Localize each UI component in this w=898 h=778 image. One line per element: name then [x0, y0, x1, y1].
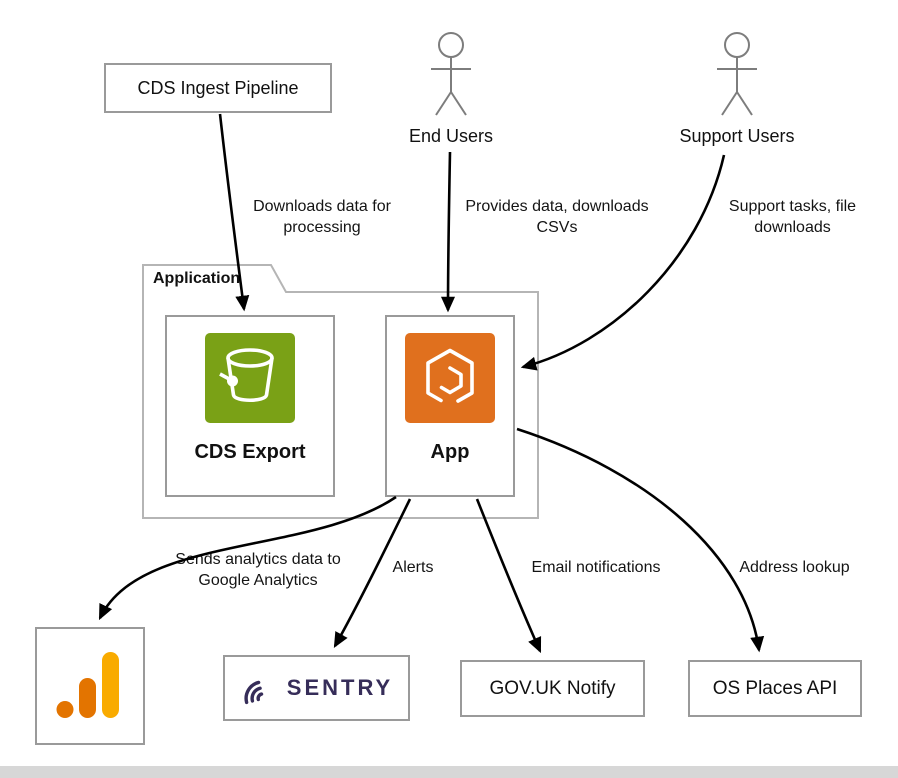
edge-label-line: Google Analytics [198, 572, 318, 589]
node-label-os-places-api: OS Places API [712, 677, 838, 699]
node-cds-export: CDS Export [165, 315, 335, 497]
edge-label-line: Sends analytics data to [175, 551, 341, 568]
sentry-wordmark: SENTRY [286, 675, 394, 700]
edge-label-line: processing [283, 219, 361, 236]
node-govuk-notify: GOV.UK Notify [460, 660, 645, 717]
node-label-govuk-notify: GOV.UK Notify [489, 677, 616, 699]
edge-label-end-users-to-app: Provides data, downloads CSVs [444, 196, 670, 238]
support-users-person-icon [717, 32, 757, 116]
google-analytics-logo [56, 652, 119, 718]
node-os-places-api: OS Places API [688, 660, 862, 717]
edge-label-line: CSVs [536, 219, 578, 236]
edge-label-app-to-google-analytics: Sends analytics data to Google Analytics [148, 549, 368, 591]
edge-label-app-to-os-places: Address lookup [739, 559, 850, 576]
application-group-label: Application [153, 270, 241, 287]
actor-label-end-users: End Users [408, 126, 494, 146]
edge-label-line: Provides data, downloads [465, 198, 649, 215]
edge-label-app-to-sentry: Alerts [392, 559, 434, 576]
edge-label-support-users-to-app: Support tasks, file downloads [690, 196, 895, 238]
edge-label-app-to-govuk-notify: Email notifications [531, 559, 661, 576]
edge-label-line: downloads [754, 219, 831, 236]
node-google-analytics [35, 627, 145, 745]
end-users-person-icon [431, 32, 471, 116]
edge-label-line: Support tasks, file [728, 198, 857, 215]
node-label-cds-ingest-pipeline: CDS Ingest Pipeline [137, 77, 299, 98]
node-sentry: SENTRY [223, 655, 410, 721]
node-label-app: App [430, 441, 470, 463]
actor-label-support-users: Support Users [679, 126, 795, 146]
node-cds-ingest-pipeline: CDS Ingest Pipeline [104, 63, 332, 113]
edge-label-line: Downloads data for [253, 198, 391, 215]
arrow-support-users-to-app [520, 154, 726, 371]
edge-label-ingest-to-export: Downloads data for processing [212, 196, 432, 238]
aws-ecs-icon [405, 333, 495, 423]
node-app: App [385, 315, 515, 497]
sentry-logo [244, 680, 264, 705]
node-label-cds-export: CDS Export [194, 441, 306, 463]
arrow-app-to-os-places [516, 427, 765, 653]
window-bottom-edge [0, 766, 898, 778]
aws-s3-bucket-icon [205, 333, 295, 423]
